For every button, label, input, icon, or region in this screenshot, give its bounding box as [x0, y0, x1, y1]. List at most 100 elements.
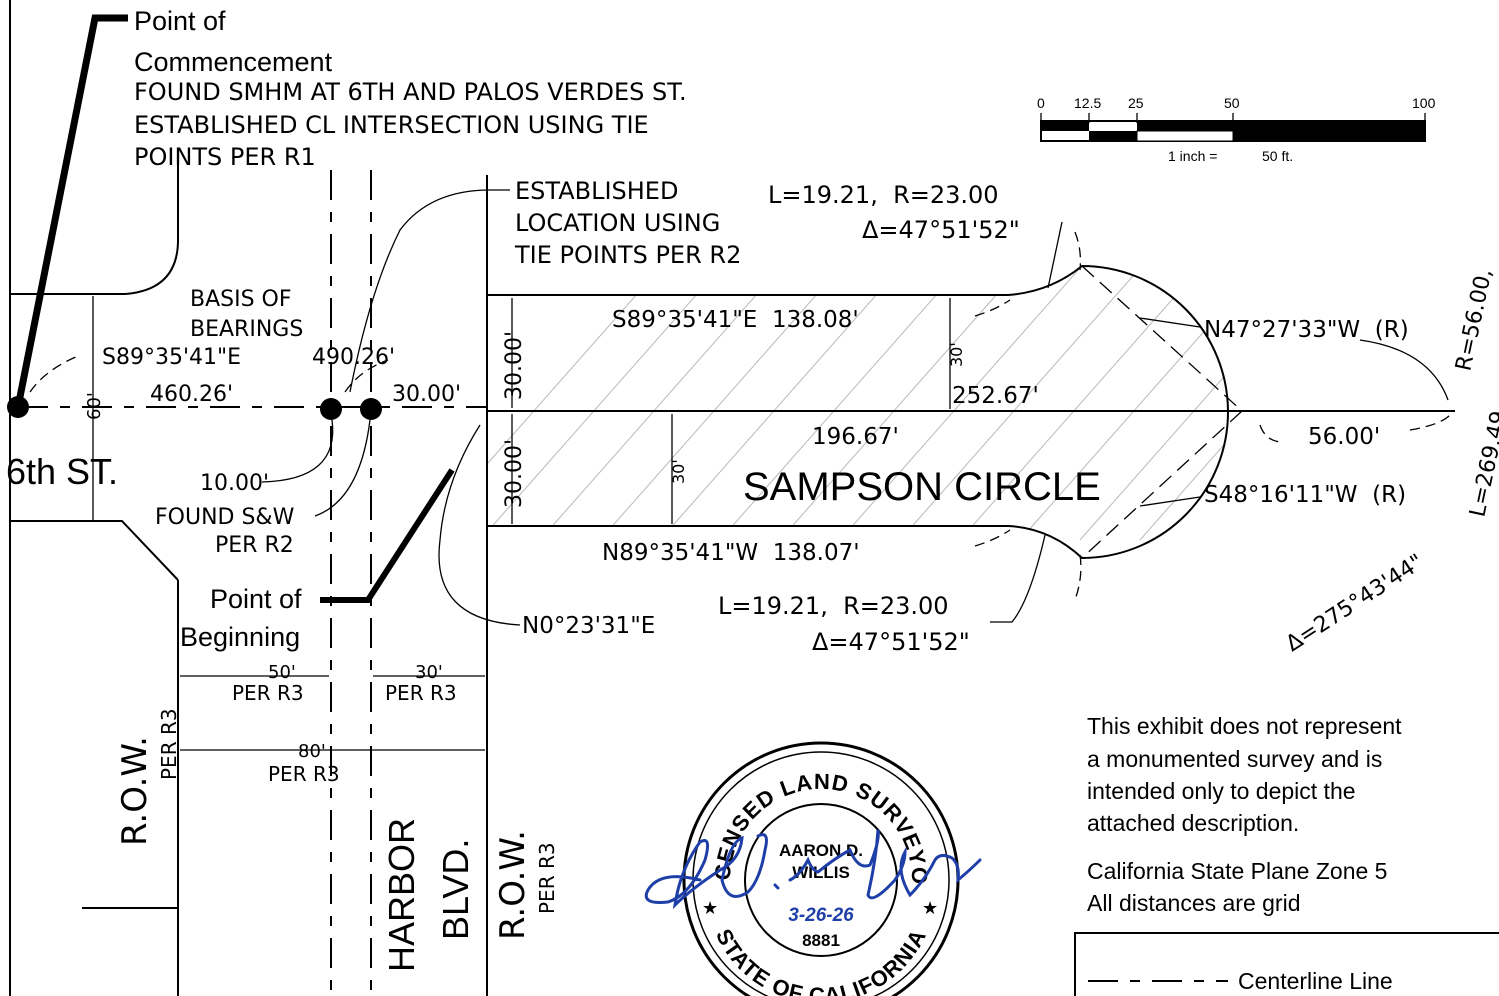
- hatch-line: [599, 266, 901, 541]
- hatch-line: [779, 266, 1081, 541]
- surveyor-signature: [644, 829, 982, 910]
- harbor-label: HARBOR: [381, 818, 422, 972]
- bot-curve-lr: L=19.21, R=23.00: [718, 592, 949, 620]
- basis-bearing: S89°35'41"E: [102, 345, 241, 370]
- commencement-curve: [124, 150, 179, 295]
- scale-tick-100: 100: [1412, 95, 1436, 111]
- radial-n-leader: [1139, 317, 1201, 328]
- hatch-line: [719, 266, 1021, 541]
- parcel-name: SAMPSON CIRCLE: [743, 465, 1101, 509]
- n0-leader: [438, 424, 521, 626]
- tick-arc-5: [1259, 424, 1281, 443]
- hatch-line: [487, 266, 721, 541]
- dim-30: 30': [415, 662, 443, 683]
- commencement-label-2: Commencement: [134, 47, 333, 77]
- tick-arc-4: [974, 529, 1011, 547]
- big-length-label: L=269.49,: [1465, 402, 1499, 519]
- ten-foot-dist: 10.00': [200, 471, 269, 496]
- note-line-5: California State Plane Zone 5: [1087, 858, 1387, 884]
- seal-date: 3-26-26: [788, 905, 854, 926]
- row-right-per: PER R3: [535, 842, 559, 914]
- sixth-st-label: 6th ST.: [6, 451, 118, 492]
- commencement-note-2: ESTABLISHED CL INTERSECTION USING TIE: [134, 111, 649, 139]
- scale-tick-12: 12.5: [1074, 95, 1101, 111]
- beginning-label-1: Point of: [210, 584, 302, 614]
- big-r-leader: [1359, 339, 1449, 401]
- found-label-2: PER R2: [215, 533, 294, 558]
- top-curve-leader: [1047, 221, 1063, 289]
- basis-label-2: BEARINGS: [190, 317, 303, 342]
- basis-label-1: BASIS OF: [190, 287, 292, 312]
- tick-arc-3: [974, 299, 1011, 317]
- dim-80-per: PER R3: [268, 762, 340, 786]
- found-label-1: FOUND S&W: [155, 505, 295, 530]
- radial-n-label: N47°27'33"W (R): [1204, 317, 1409, 343]
- note-line-6: All distances are grid: [1087, 890, 1301, 916]
- basis-dist-3: 30.00': [392, 382, 461, 407]
- row-left-per: PER R3: [157, 708, 181, 780]
- beginning-monument: [360, 398, 382, 420]
- note-line-3: intended only to depict the: [1087, 778, 1356, 804]
- tick-arc-6: [1409, 414, 1451, 431]
- hatch-line: [959, 266, 1228, 541]
- n0-bearing: N0°23'31"E: [522, 613, 655, 639]
- commencement-label-1: Point of: [134, 6, 226, 36]
- beginning-label-2: Beginning: [180, 622, 300, 652]
- hatch-line: [1139, 266, 1228, 541]
- dim-80: 80': [298, 741, 326, 762]
- scale-caption-b: 50 ft.: [1262, 148, 1293, 164]
- sw-monument: [320, 398, 342, 420]
- tick-arc-8: [1075, 554, 1082, 598]
- bot-curve-delta: Δ=47°51'52": [812, 628, 970, 656]
- blvd-label: BLVD.: [435, 839, 476, 940]
- scale-tick-25: 25: [1128, 95, 1144, 111]
- bot-curve-leader: [990, 534, 1046, 623]
- row-left: R.O.W.: [115, 736, 155, 846]
- sixth-st-width: 60': [84, 392, 105, 420]
- hatch-line: [659, 266, 961, 541]
- tick-arc-1: [29, 355, 79, 393]
- commencement-note-1: FOUND SMHM AT 6TH AND PALOS VERDES ST.: [134, 78, 687, 106]
- dim-50-per: PER R3: [232, 681, 304, 705]
- legend-box: [1074, 932, 1499, 996]
- scale-tick-50: 50: [1224, 95, 1240, 111]
- commencement-leader: [14, 14, 128, 408]
- note-line-2: a monumented survey and is: [1087, 746, 1382, 772]
- cl-dist-3: 56.00': [1308, 424, 1380, 450]
- seal-name-2: WILLIS: [792, 863, 850, 882]
- legend-centerline-label: Centerline Line: [1238, 968, 1393, 994]
- established-3: TIE POINTS PER R2: [514, 241, 741, 269]
- note-line-4: attached description.: [1087, 810, 1299, 836]
- basis-dist-2: 490.26': [312, 345, 395, 370]
- established-1: ESTABLISHED: [515, 177, 678, 205]
- hatch-line: [839, 266, 1141, 541]
- width-bot: 30': [669, 459, 688, 484]
- tick-arc-7: [1074, 231, 1082, 271]
- seal-star-left: ★: [702, 898, 718, 918]
- cl-dist-1: 252.67': [952, 383, 1039, 409]
- scale-tick-0: 0: [1037, 95, 1045, 111]
- established-2: LOCATION USING: [515, 209, 720, 237]
- row-right: R.O.W.: [493, 830, 533, 940]
- ten-leader: [261, 419, 334, 483]
- big-radius-label: R=56.00,: [1451, 267, 1497, 374]
- hatch-line: [899, 266, 1201, 541]
- tick-arc-2: [344, 359, 389, 393]
- west-bot-dist: 30.00': [502, 439, 527, 508]
- hatch-line: [1079, 266, 1228, 541]
- seal-star-right: ★: [922, 898, 938, 918]
- scale-caption-a: 1 inch =: [1168, 148, 1217, 164]
- hatch-line: [487, 266, 781, 541]
- hatch-line: [1019, 266, 1228, 541]
- west-top-dist: 30.00': [502, 331, 527, 400]
- radial-s-label: S48°16'11"W (R): [1204, 482, 1406, 508]
- found-leader: [314, 419, 371, 517]
- north-line-label: S89°35'41"E 138.08': [612, 307, 859, 333]
- south-line-label: N89°35'41"W 138.07': [602, 540, 860, 566]
- commencement-note-3: POINTS PER R1: [134, 143, 316, 171]
- hatch-line: [539, 266, 841, 541]
- scale-bar: [1040, 113, 1426, 142]
- parcel-hatch: [487, 266, 1228, 541]
- established-leader: [349, 189, 510, 393]
